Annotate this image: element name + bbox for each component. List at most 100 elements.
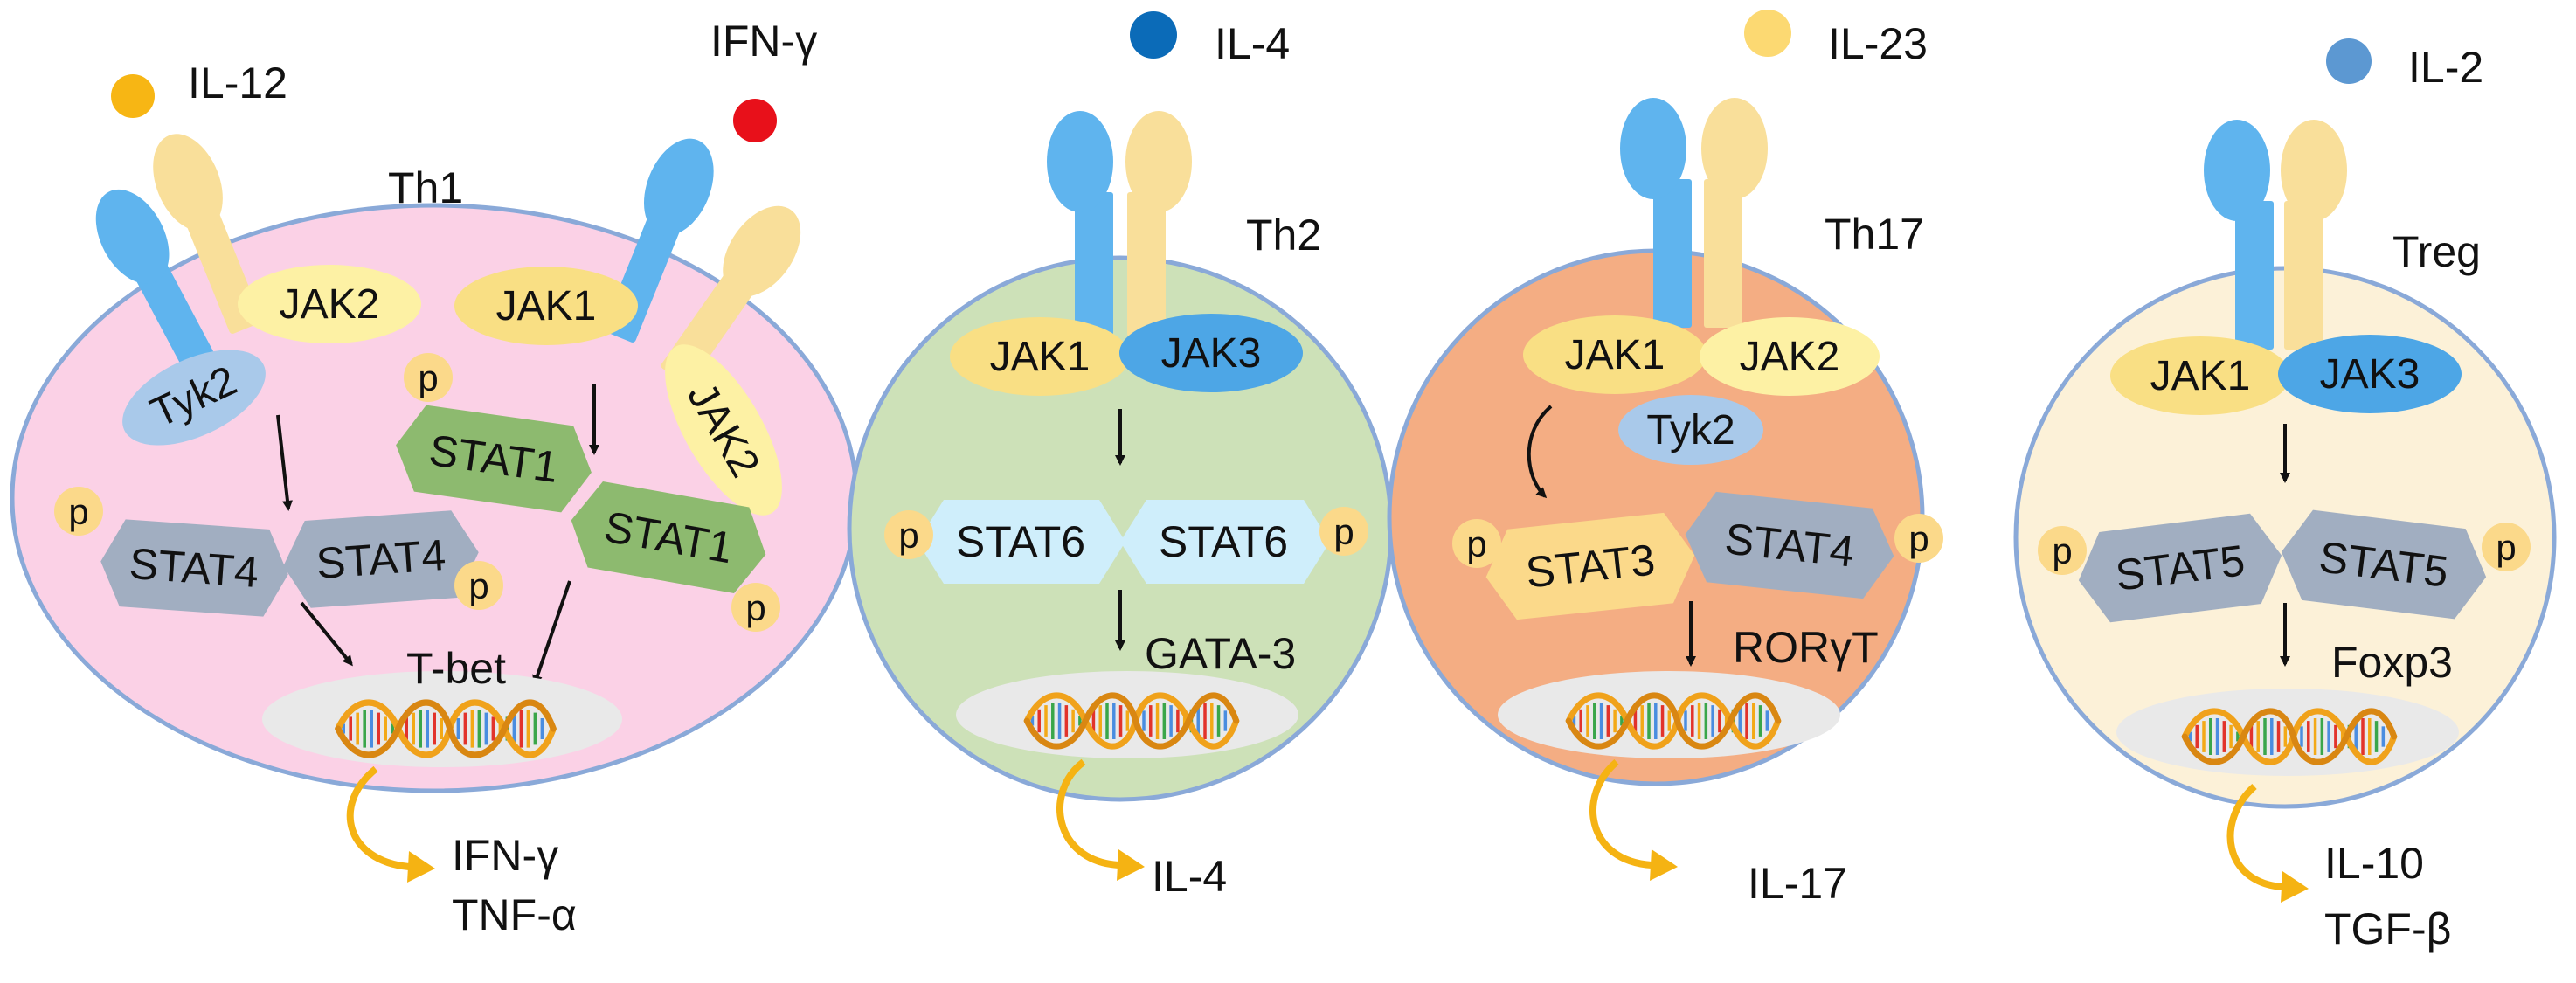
th2-jak-b bbox=[1119, 314, 1303, 392]
th1-p1: p bbox=[68, 491, 88, 532]
th1-arrow-1 bbox=[276, 414, 293, 511]
th17-jak-a bbox=[1523, 315, 1707, 394]
th17-stat-b bbox=[1685, 491, 1894, 599]
panel-th2: IL-4 Th2 JAK1 JAK3 STAT6 STAT6 p p GATA-… bbox=[847, 11, 1394, 901]
secretion-arrow-head bbox=[1117, 849, 1145, 881]
th1-output-2: TNF-α bbox=[452, 890, 577, 939]
th2-jak-b-label: JAK3 bbox=[1161, 330, 1262, 377]
il2-dot-icon bbox=[2326, 38, 2372, 84]
th1-tyk bbox=[122, 350, 266, 446]
treg-jak-a-label: JAK1 bbox=[2150, 353, 2251, 399]
th1-p2: p bbox=[468, 565, 488, 606]
th1-p4: p bbox=[745, 587, 765, 628]
th1-arrow-4 bbox=[532, 580, 571, 686]
th1-cytokine-b: IFN-γ bbox=[710, 17, 817, 66]
phospho-p-icon bbox=[54, 487, 103, 536]
il23-dot-icon bbox=[1744, 10, 1791, 57]
th2-p2: p bbox=[1333, 511, 1354, 552]
il12-dot-icon bbox=[111, 74, 155, 118]
th1-tf: T-bet bbox=[406, 644, 506, 693]
th1-jak-b-label: JAK1 bbox=[496, 283, 597, 329]
th17-output-1: IL-17 bbox=[1748, 859, 1847, 908]
th1-cell-label: Th1 bbox=[388, 163, 463, 212]
treg-p2: p bbox=[2496, 527, 2516, 568]
treg-output-1: IL-10 bbox=[2324, 839, 2424, 888]
secretion-arrow-head bbox=[1650, 849, 1678, 881]
th2-output-1: IL-4 bbox=[1152, 852, 1227, 901]
th2-p1: p bbox=[898, 515, 918, 556]
th1-jak-c bbox=[665, 344, 782, 516]
th1-arrow-3 bbox=[300, 601, 353, 667]
panel-th17: IL-23 Th17 JAK1 JAK2 Tyk2 STAT3 STAT4 p … bbox=[1387, 10, 1943, 908]
secretion-arrow-icon bbox=[1056, 758, 1119, 869]
th2-jak-a bbox=[950, 317, 1130, 396]
phospho-p-icon bbox=[1319, 507, 1368, 556]
treg-output-2: TGF-β bbox=[2324, 904, 2451, 953]
il2-receptor bbox=[2204, 120, 2347, 350]
th2-tf: GATA-3 bbox=[1145, 629, 1296, 678]
th2-stat-a bbox=[918, 500, 1125, 584]
phospho-p-icon bbox=[404, 353, 453, 402]
th17-tf: RORγT bbox=[1733, 623, 1879, 672]
phospho-p-icon bbox=[454, 561, 503, 610]
panel-th1: IL-12 IFN-γ Th1 JAK2 Tyk2 JAK1 JAK2 STAT… bbox=[10, 17, 859, 939]
phospho-p-icon bbox=[2038, 526, 2087, 575]
treg-tf: Foxp3 bbox=[2331, 638, 2453, 687]
th2-cell-label: Th2 bbox=[1246, 211, 1321, 260]
secretion-arrow-icon bbox=[1589, 758, 1652, 869]
il4-dot-icon bbox=[1130, 11, 1177, 59]
th2-stat-b-label: STAT6 bbox=[1159, 517, 1288, 566]
th17-p2: p bbox=[1908, 518, 1929, 559]
th17-arrow-1 bbox=[1527, 405, 1553, 499]
th1-stat-a bbox=[100, 519, 288, 617]
treg-nucleus bbox=[2116, 689, 2459, 776]
th1-jak-a-label: JAK2 bbox=[280, 281, 380, 328]
th1-output-1: IFN-γ bbox=[452, 831, 558, 880]
secretion-arrow-head bbox=[2281, 871, 2309, 903]
th17-stat-a bbox=[1485, 512, 1695, 620]
treg-cytokine: IL-2 bbox=[2408, 43, 2483, 92]
secretion-arrow-icon bbox=[346, 765, 410, 870]
th1-p3: p bbox=[418, 357, 438, 398]
th17-tyk bbox=[1618, 395, 1763, 465]
th2-stat-a-label: STAT6 bbox=[956, 517, 1085, 566]
phospho-p-icon bbox=[1452, 519, 1501, 568]
th17-p1: p bbox=[1466, 523, 1486, 564]
th2-stat-b bbox=[1120, 500, 1330, 584]
th1-stat-a-label: STAT4 bbox=[128, 539, 260, 597]
th1-jak-b bbox=[454, 267, 638, 345]
th1-stat-b bbox=[283, 510, 479, 608]
treg-cell-label: Treg bbox=[2392, 227, 2481, 276]
treg-jak-a bbox=[2110, 336, 2290, 415]
panel-treg: IL-2 Treg JAK1 JAK3 STAT5 STAT5 p p Foxp… bbox=[2013, 38, 2557, 953]
th17-tyk-label: Tyk2 bbox=[1646, 407, 1735, 453]
th17-jak-b-label: JAK2 bbox=[1740, 334, 1840, 380]
th2-jak-a-label: JAK1 bbox=[990, 334, 1091, 380]
ifng-receptor bbox=[603, 138, 801, 385]
phospho-p-icon bbox=[2482, 523, 2531, 571]
secretion-arrow-head bbox=[407, 851, 435, 883]
th1-stat-c bbox=[396, 405, 592, 513]
phospho-p-icon bbox=[884, 510, 933, 559]
th17-cell-label: Th17 bbox=[1825, 210, 1924, 259]
treg-jak-b bbox=[2278, 335, 2462, 413]
th17-jak-b bbox=[1700, 317, 1880, 396]
treg-stat-b bbox=[2281, 509, 2487, 620]
th2-cytokine: IL-4 bbox=[1215, 19, 1290, 68]
phospho-p-icon bbox=[1894, 514, 1943, 563]
il4-receptor bbox=[1047, 111, 1192, 336]
th1-jak-a bbox=[238, 265, 421, 343]
treg-jak-b-label: JAK3 bbox=[2320, 351, 2420, 398]
th1-stat-b-label: STAT4 bbox=[315, 530, 447, 588]
treg-p1: p bbox=[2052, 530, 2072, 571]
th1-stat-d bbox=[571, 481, 766, 594]
th1-cytokine-a: IL-12 bbox=[188, 59, 287, 107]
ifng-dot-icon bbox=[733, 99, 777, 142]
th17-jak-a-label: JAK1 bbox=[1565, 332, 1665, 378]
secretion-arrow-icon bbox=[2226, 784, 2283, 890]
treg-stat-a bbox=[2078, 513, 2282, 623]
th17-cytokine: IL-23 bbox=[1828, 19, 1928, 68]
il23-receptor bbox=[1620, 98, 1768, 328]
phospho-p-icon bbox=[731, 583, 780, 632]
